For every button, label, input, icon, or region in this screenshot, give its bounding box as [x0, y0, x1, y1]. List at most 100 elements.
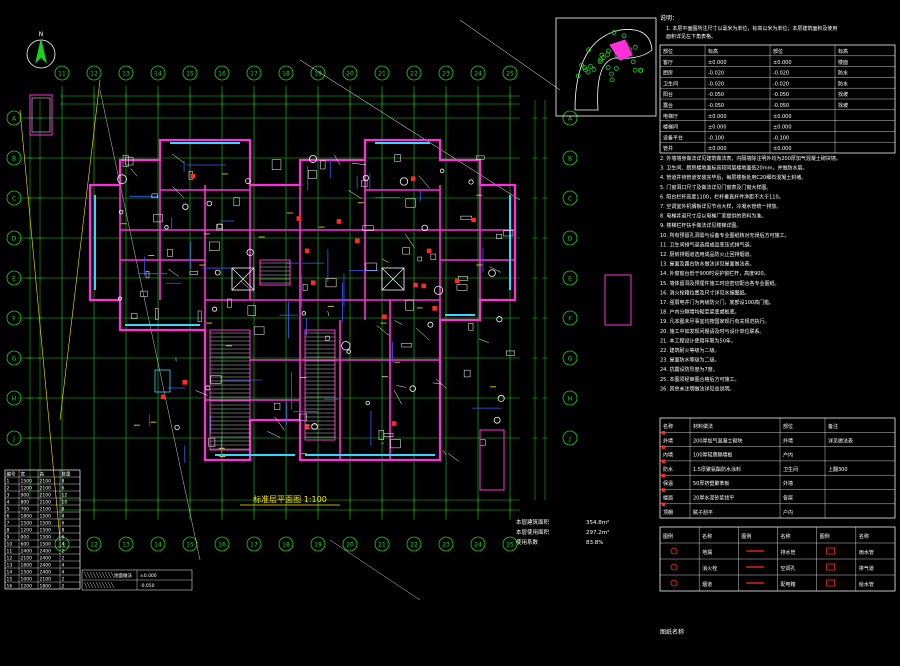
door-window-cell: 4 [62, 570, 65, 576]
grid-bubble-right [562, 350, 578, 366]
detail-box-right-bottom [479, 429, 505, 491]
finish-hatch [92, 581, 97, 589]
fixture-detail [458, 276, 468, 281]
legend-swatch [661, 445, 666, 449]
symbol-icon [670, 579, 678, 587]
detail-box-small [154, 369, 171, 393]
legend-material: 100厚轻质隔墙板 [693, 452, 733, 459]
symbol-name: 地漏 [702, 549, 712, 556]
grid-label-left: D [12, 236, 17, 243]
key-plan-building [609, 39, 633, 61]
grid-bubble-bottom [374, 536, 390, 552]
elevation-cell: 楼梯间 [663, 124, 678, 131]
grid-label-bottom: 15 [186, 542, 194, 549]
fixture-detail [131, 313, 138, 319]
door-window-cell: 800 [21, 500, 30, 506]
column-mark [413, 282, 418, 288]
fixture-detail [365, 262, 377, 272]
fixture-detail [348, 190, 362, 199]
elevation-header: 部位 [663, 48, 673, 55]
detail-box-left-inner [31, 97, 51, 133]
key-plan-road [574, 29, 653, 111]
finish-value: ±0.000 [140, 573, 157, 579]
legend-part: 户内 [783, 509, 793, 516]
note-line: 22. 建筑耐火等级为二级。 [660, 347, 720, 354]
door-window-cell: 1500 [40, 528, 52, 534]
door-window-cell: 1200 [21, 528, 33, 534]
grid-label-left: B [12, 156, 16, 163]
door-window-cell: 1000 [21, 577, 33, 583]
grid-label-top: 17 [250, 71, 258, 78]
fixture-detail [506, 350, 515, 356]
fixture-detail [393, 390, 402, 405]
fixture-detail [503, 230, 514, 237]
elevator-cross [381, 267, 405, 291]
notes-panel-group: 说明：1. 本层平面图所注尺寸以毫米为单位，标高以米为单位；本层建筑面积及使用面… [659, 14, 896, 592]
fixture-detail [320, 160, 326, 170]
elevation-cell: -0.050 [773, 92, 789, 98]
door-window-cell: 2100 [21, 556, 33, 562]
key-plan-tree [582, 65, 587, 71]
door-window-cell: 2100 [40, 500, 52, 506]
legend-name: 顶棚 [663, 509, 673, 516]
elevation-cell: -0.050 [708, 92, 724, 98]
note-line: 10. 所有预留孔洞需与设备专业图纸核对无误后方可施工。 [660, 232, 790, 239]
fixture-detail [125, 156, 134, 166]
legend-material: 20厚水泥砂浆找平 [693, 495, 734, 502]
grid-bubble-right [562, 390, 578, 406]
grid-bubble-right [562, 230, 578, 246]
fixture-detail [435, 378, 447, 389]
fixture-detail [172, 153, 185, 164]
legend-material: 200厚加气混凝土砌块 [693, 437, 743, 444]
grid-bubble-right [562, 150, 578, 166]
key-plan-tree [579, 62, 585, 68]
fixture-detail [362, 174, 369, 181]
symbol-icon [670, 563, 678, 571]
drawing-title: 标准层平面图 1:100 [253, 494, 327, 504]
elevation-cell: 卫生间 [663, 80, 678, 87]
fixture-detail [439, 168, 445, 174]
door-window-cell: 2400 [40, 549, 52, 555]
fixture-detail [325, 278, 337, 288]
door-window-cell: 1800 [40, 584, 52, 590]
grid-label-bottom: 21 [378, 542, 386, 549]
fixture-detail [405, 233, 415, 248]
site-line [329, 539, 421, 601]
grid-label-left: E [12, 276, 16, 283]
door-window-cell: 1500 [21, 479, 33, 485]
grid-label-right: F [568, 316, 572, 323]
finish-hatch [83, 581, 88, 589]
legend-material: 1.5厚聚氨酯防水涂料 [693, 466, 741, 473]
fixture-detail [460, 215, 472, 221]
grid-bubble-right [562, 270, 578, 286]
north-label: N [39, 31, 44, 38]
fixture-detail [118, 296, 122, 301]
fixture-detail [153, 213, 163, 223]
fixture-detail [118, 209, 124, 215]
fixture-detail [362, 225, 374, 231]
door-window-cell: 1800 [21, 563, 33, 569]
grid-bubble-bottom [182, 536, 198, 552]
column-mark [426, 248, 432, 254]
fixture-detail [341, 341, 351, 351]
elevation-cell: -0.100 [708, 135, 724, 141]
grid-bubble-top [118, 65, 134, 81]
fixture-detail [468, 179, 474, 185]
door-window-cell: 1500 [40, 542, 52, 548]
grid-label-left: J [12, 436, 15, 443]
column-mark [454, 278, 460, 284]
elevation-cell: ±0.000 [773, 125, 792, 131]
grid-label-right: J [568, 436, 571, 443]
grid-bubble-right [562, 190, 578, 206]
fixture-detail [489, 266, 502, 273]
fixture-detail [240, 281, 250, 289]
grid-label-top: 12 [90, 71, 98, 78]
column-mark [304, 248, 310, 254]
fixture-detail [311, 423, 318, 430]
grid-label-bottom: 24 [474, 542, 482, 549]
elevation-cell: -0.020 [708, 71, 724, 77]
grid-label-right: H [568, 396, 573, 403]
note-line: 24. 抗震设防烈度为7度。 [660, 366, 718, 373]
